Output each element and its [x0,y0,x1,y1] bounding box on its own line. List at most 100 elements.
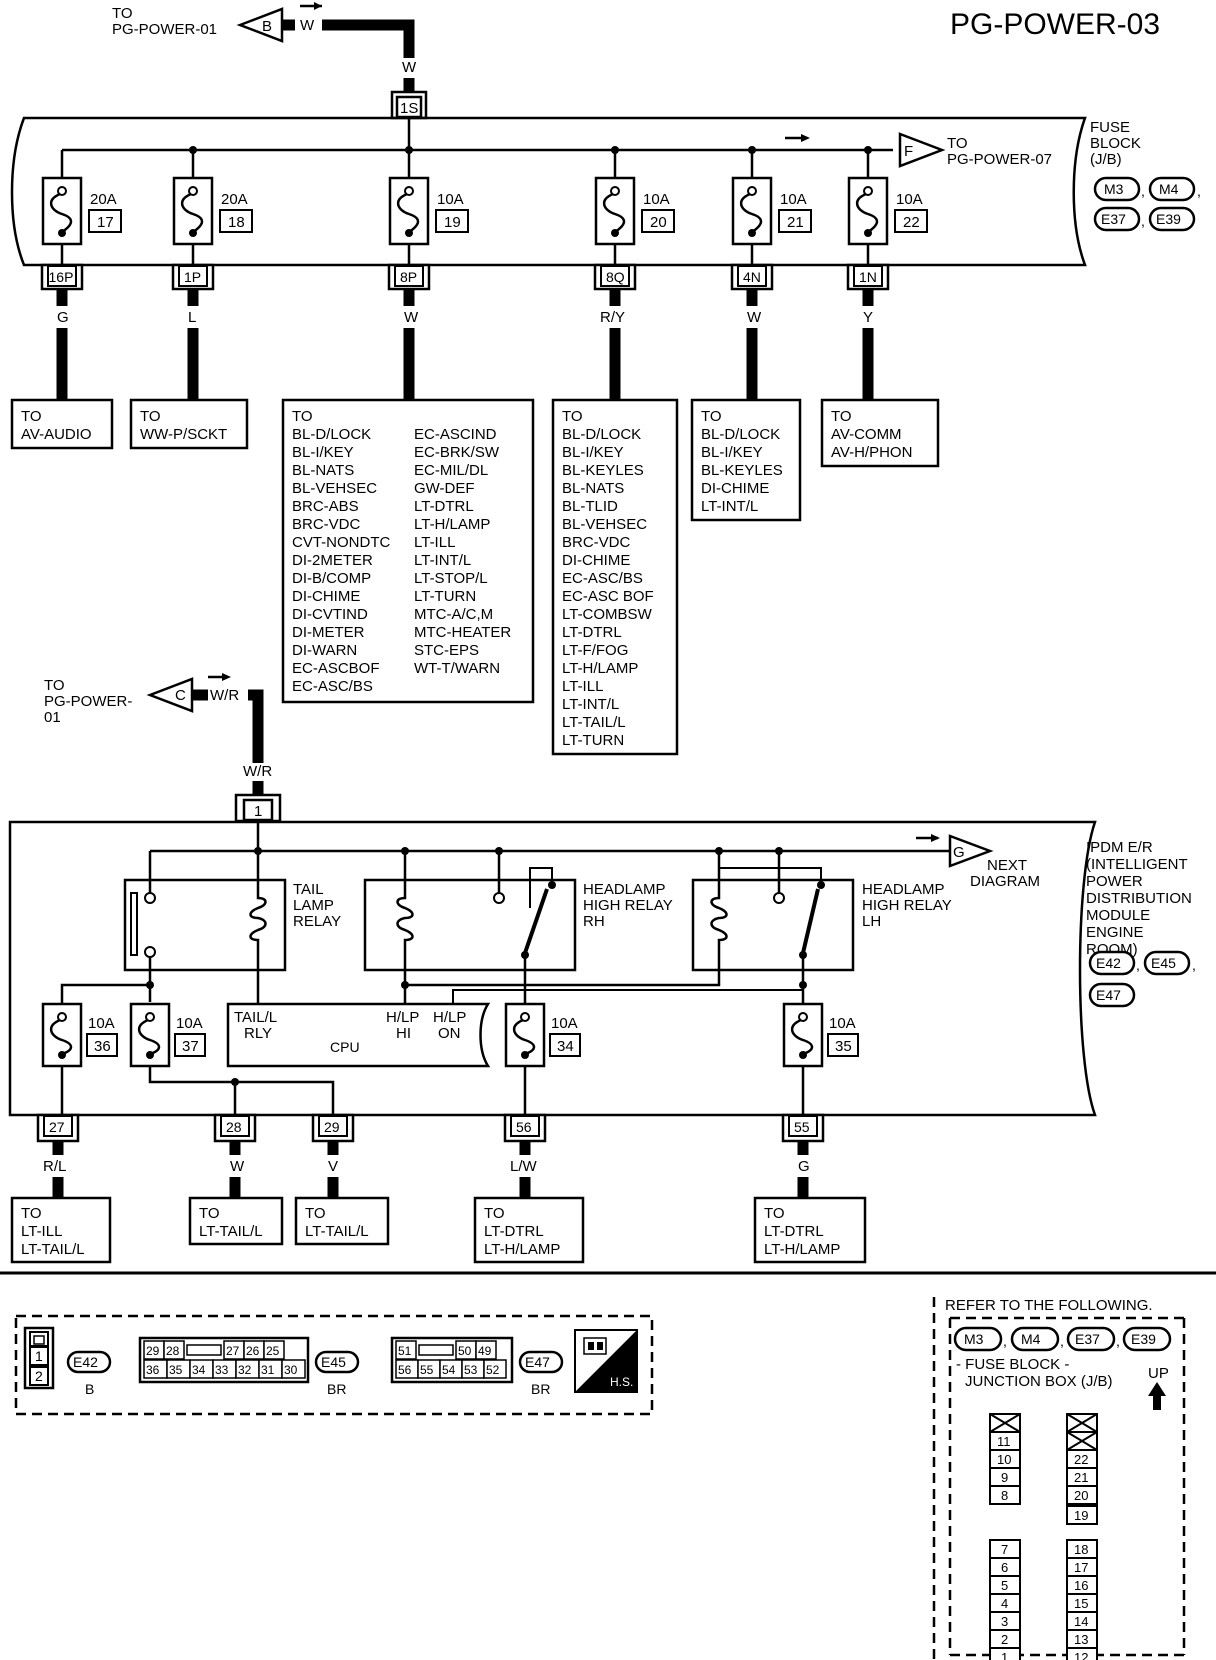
destination-box: TOBL-D/LOCKBL-I/KEYBL-KEYLESDI-CHIMELT-I… [690,398,802,522]
ipdm: IPDM E/R(INTELLIGENTPOWERDISTRIBUTIONMOD… [8,820,1196,1117]
fuse-block-destinations: TOAV-AUDIOTOWW-P/SCKTTOBL-D/LOCKBL-I/KEY… [10,398,940,756]
destination-label: LT-ILL [414,534,455,551]
pin-cell [483,1359,507,1379]
fuse-icon [138,1018,161,1056]
hs-label: H.S. [610,1375,633,1389]
pin-label: 35 [169,1363,183,1377]
connector-tag: E45 [321,1354,346,1370]
pin-label: 25 [266,1344,280,1358]
destination-label: LT-TAIL/L [305,1223,369,1240]
wire-color: W [230,1158,245,1175]
destination-label: WW-P/SCKT [140,426,227,443]
destination-label: LT-TAIL/L [199,1223,263,1240]
slot-label: 22 [1074,1452,1088,1467]
slot-label: 1 [1001,1650,1008,1660]
fuse-icon [50,192,73,234]
svg-text:,: , [1192,957,1196,973]
ipdm-title-line: POWER [1086,873,1143,890]
cpu-label: CPU [330,1039,360,1055]
destination-label: TO [140,408,161,425]
destination-label: BL-I/KEY [562,444,624,461]
slot-label: 12 [1074,1650,1088,1660]
connector-letter: G [953,844,965,861]
terminal-label: 28 [226,1119,242,1135]
destination-label: BL-VEHSEC [292,480,377,497]
fuse-number: 36 [94,1038,111,1055]
destination-label: TO [484,1205,505,1222]
fuse-19-destination: TO BL-D/LOCKBL-I/KEYBL-NATSBL-VEHSECBRC-… [281,398,535,704]
destination-label: DI-2METER [292,552,373,569]
to-label: TO [292,408,313,425]
pin-label: 32 [238,1363,252,1377]
dest-label-2: 01 [44,709,61,726]
connector-tag: M4 [1159,181,1179,197]
fuse-block: FUSE BLOCK (J/B) M3 , M4 , E37 , E39 F [10,116,1201,267]
destination-label: EC-ASC/BS [292,678,373,695]
pin-label: 30 [284,1363,298,1377]
connector-arrow-g [948,834,994,868]
wire-color: W [404,309,419,326]
connector-tag: E37 [1075,1331,1100,1347]
pin-label: 56 [398,1363,412,1377]
dest-label: PG-POWER-01 [112,21,217,38]
terminal-label: 1 [254,803,262,820]
slot-label: 5 [1001,1578,1008,1593]
relay-label: HEADLAMP [862,881,945,898]
fuse-slot [989,1647,1021,1660]
pin-label: 33 [215,1363,229,1377]
connector-tag: E47 [1096,987,1121,1003]
destination-label: BL-KEYLES [562,462,644,479]
fuse-block-connectors: M3 , M4 , E37 , E39 [1093,176,1201,232]
destination-box [753,1196,867,1264]
svg-text:,: , [1116,1333,1120,1349]
fuse-slot [1066,1505,1098,1525]
connector-letter: C [175,687,186,704]
fuse-rating: 10A [896,191,923,208]
slot-label: 10 [997,1452,1011,1467]
fuse-rating: 10A [780,191,807,208]
pin-cell [281,1359,306,1379]
pin-label: 27 [226,1344,240,1358]
destination-label: BRC-VDC [292,516,361,533]
fuse-rating: 20A [90,191,117,208]
cpu-terminal-label: RLY [244,1025,272,1042]
destination-label: TO [21,408,42,425]
destination-label: LT-TURN [562,732,624,749]
fuse-block-title-1: FUSE [1090,119,1130,136]
connector-arrow-f [898,132,946,168]
relay-label: HIGH RELAY [862,897,952,914]
fuse-number: 21 [787,214,804,231]
page-title: PG-POWER-03 [950,8,1160,41]
wire-color: R/L [43,1158,66,1175]
fuse-rating: 10A [176,1015,203,1032]
destination-label: DI-B/COMP [292,570,371,587]
destination-label: EC-ASC BOF [562,588,654,605]
destination-label: LT-DTRL [414,498,474,515]
destination-label: MTC-A/C,M [414,606,493,623]
destination-label: BL-NATS [562,480,624,497]
destination-label: TO [831,408,852,425]
slot-label: 2 [1001,1632,1008,1647]
destination-label: BL-VEHSEC [562,516,647,533]
destination-label: LT-H/LAMP [764,1241,840,1258]
to-label: TO [44,677,65,694]
destination-label: EC-MIL/DL [414,462,488,479]
fuse-slot [989,1485,1021,1505]
fuse-rating: 10A [829,1015,856,1032]
slot-label: 3 [1001,1614,1008,1629]
destination-label: LT-COMBSW [562,606,653,623]
fuse-icon [603,192,626,234]
fuse-icon [397,192,420,234]
cpu-terminal-label: H/LP [433,1009,466,1026]
destination-label: BL-KEYLES [701,462,783,479]
pin-label: 29 [146,1344,160,1358]
refer-title: REFER TO THE FOLLOWING. [945,1297,1153,1314]
